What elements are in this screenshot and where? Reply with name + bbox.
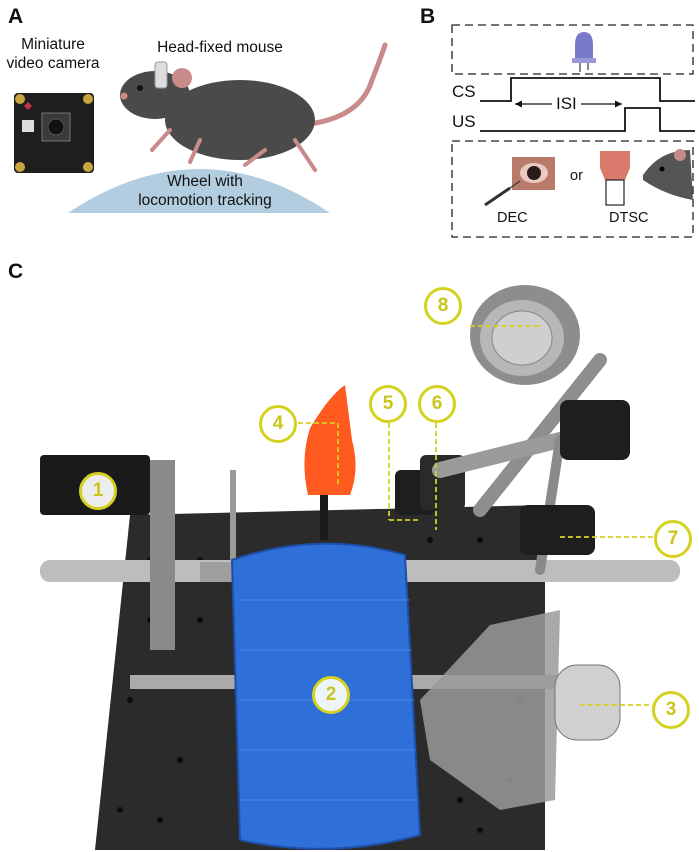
mouse-label: Head-fixed mouse xyxy=(157,39,283,56)
panel-b-letter: B xyxy=(420,5,436,28)
wheel-label-line2: locomotion tracking xyxy=(138,192,272,209)
dec-label: DEC xyxy=(497,210,528,226)
callout-8: 8 xyxy=(424,287,462,325)
whisker-flag xyxy=(304,385,356,495)
camera-label-line2: video camera xyxy=(6,55,100,72)
arm-clamp-7 xyxy=(520,505,595,555)
panel-c-letter: C xyxy=(8,260,24,283)
callout-7: 7 xyxy=(654,520,692,558)
cs-trace xyxy=(480,77,695,102)
mouse-head-icon xyxy=(643,149,693,200)
camera-label: Miniature video camera xyxy=(0,35,106,73)
or-label: or xyxy=(570,168,583,184)
light-arm-1 xyxy=(473,353,607,517)
led-box xyxy=(451,24,694,75)
callout-6: 6 xyxy=(418,385,456,423)
isi-label: ISI xyxy=(552,94,581,114)
dtsc-label: DTSC xyxy=(609,210,649,226)
eye-icon xyxy=(512,157,555,190)
ir-illuminator xyxy=(470,285,580,385)
dtsc-stimulator-icon xyxy=(600,151,630,206)
air-puff-icon xyxy=(484,180,521,207)
wheel-hill xyxy=(68,169,330,213)
callout-5: 5 xyxy=(369,385,407,423)
camera-board-icon xyxy=(14,93,94,173)
led-icon xyxy=(572,32,596,72)
callout-4: 4 xyxy=(259,405,297,443)
perforated-panel xyxy=(420,610,560,810)
us-trace xyxy=(480,107,695,132)
mouse-illustration xyxy=(120,42,388,172)
callout-3: 3 xyxy=(652,691,690,729)
callout-2: 2 xyxy=(312,676,350,714)
callout-1: 1 xyxy=(79,472,117,510)
rotary-encoder xyxy=(554,664,621,741)
camera-label-line1: Miniature xyxy=(21,36,85,53)
wheel-label-line1: Wheel with xyxy=(167,173,243,190)
wheel-label: Wheel with locomotion tracking xyxy=(130,172,280,210)
cs-label: CS xyxy=(452,82,476,101)
stimulus-box xyxy=(451,140,694,238)
panel-a-letter: A xyxy=(8,5,24,28)
us-label: US xyxy=(452,112,476,131)
